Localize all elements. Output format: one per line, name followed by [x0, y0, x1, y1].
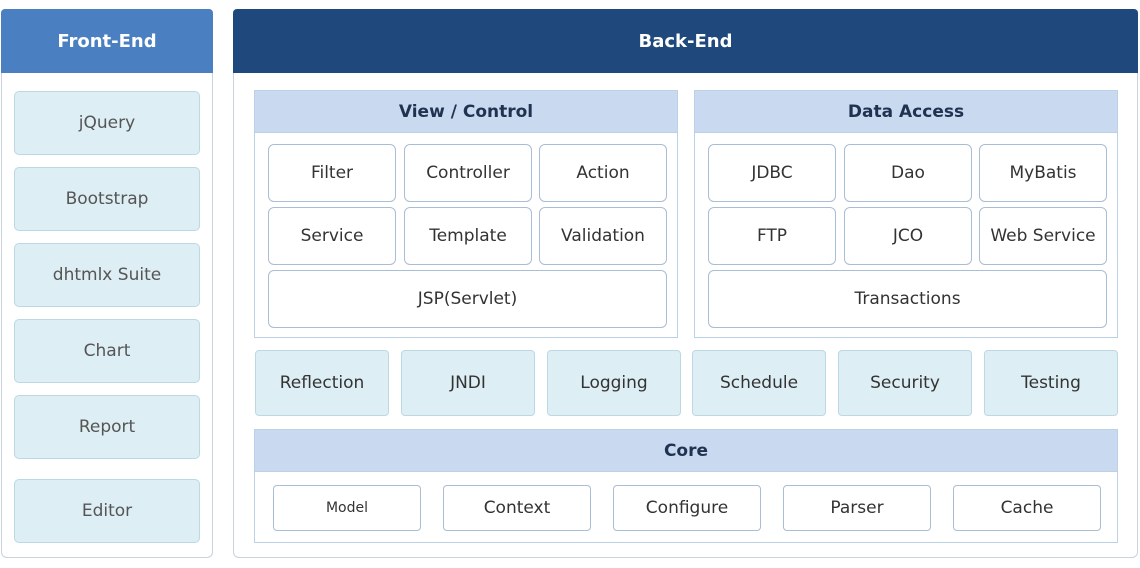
data-access-group: Data Access JDBC Dao MyBatis FTP JCO Web… [694, 90, 1118, 338]
core-model: Model [273, 485, 421, 531]
view-control-controller: Controller [404, 144, 532, 202]
middle-schedule: Schedule [692, 350, 826, 416]
view-control-service: Service [268, 207, 396, 265]
view-control-action: Action [539, 144, 667, 202]
middle-reflection: Reflection [255, 350, 389, 416]
middle-testing: Testing [984, 350, 1118, 416]
front-end-item-report: Report [14, 395, 200, 459]
front-end-header: Front-End [1, 9, 213, 73]
view-control-template: Template [404, 207, 532, 265]
back-end-header: Back-End [233, 9, 1138, 73]
core-cache: Cache [953, 485, 1101, 531]
data-access-dao: Dao [844, 144, 972, 202]
middle-jndi: JNDI [401, 350, 535, 416]
data-access-jco: JCO [844, 207, 972, 265]
middle-logging: Logging [547, 350, 681, 416]
core-header: Core [255, 430, 1117, 472]
data-access-ftp: FTP [708, 207, 836, 265]
front-end-item-editor: Editor [14, 479, 200, 543]
data-access-transactions: Transactions [708, 270, 1107, 328]
front-end-item-bootstrap: Bootstrap [14, 167, 200, 231]
data-access-header: Data Access [695, 91, 1117, 133]
core-parser: Parser [783, 485, 931, 531]
data-access-mybatis: MyBatis [979, 144, 1107, 202]
front-end-item-dhtmlx-suite: dhtmlx Suite [14, 243, 200, 307]
view-control-filter: Filter [268, 144, 396, 202]
view-control-header: View / Control [255, 91, 677, 133]
view-control-validation: Validation [539, 207, 667, 265]
data-access-jdbc: JDBC [708, 144, 836, 202]
front-end-item-jquery: jQuery [14, 91, 200, 155]
middle-security: Security [838, 350, 972, 416]
data-access-web-service: Web Service [979, 207, 1107, 265]
view-control-group: View / Control Filter Controller Action … [254, 90, 678, 338]
core-context: Context [443, 485, 591, 531]
front-end-item-chart: Chart [14, 319, 200, 383]
core-configure: Configure [613, 485, 761, 531]
view-control-jsp-servlet: JSP(Servlet) [268, 270, 667, 328]
